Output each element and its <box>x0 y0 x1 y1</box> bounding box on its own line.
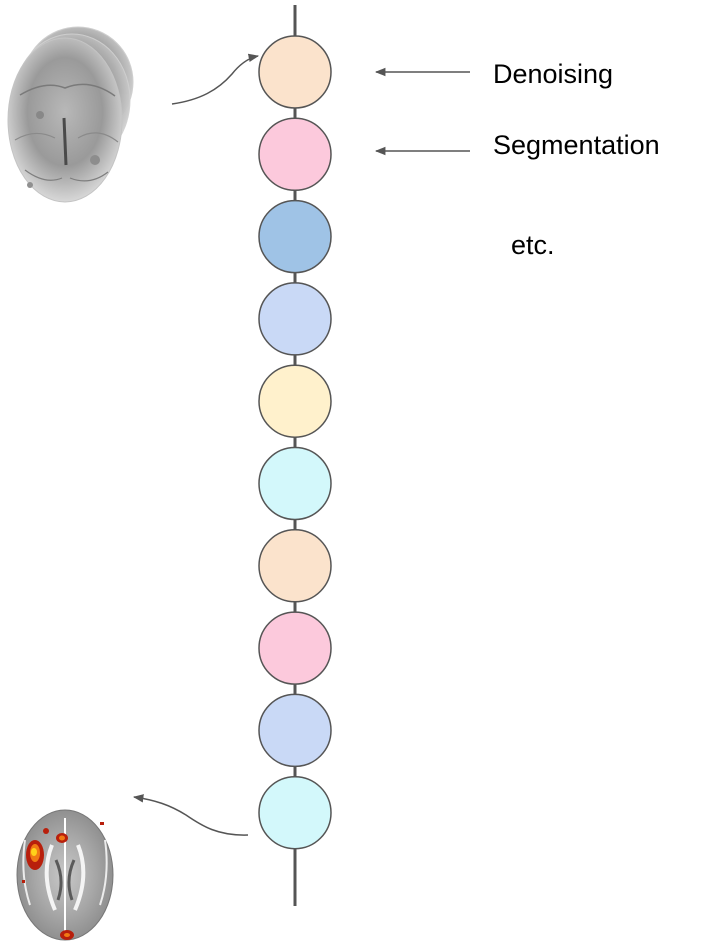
pipeline-step-3 <box>258 199 332 274</box>
segmentation-label: Segmentation <box>493 130 660 160</box>
output-arrow <box>132 794 249 836</box>
pipeline-step-4 <box>258 282 332 356</box>
brain-activation-map <box>16 809 114 941</box>
pipeline-step-9 <box>258 693 332 768</box>
pipeline-step-7 <box>258 529 332 603</box>
pipeline-step-6 <box>258 446 332 521</box>
pipeline-step-5 <box>258 364 332 438</box>
pipeline-step-2 <box>258 117 332 192</box>
pipeline-step-8 <box>258 611 332 685</box>
pipeline-step-10 <box>258 775 332 850</box>
input-arrow <box>171 53 260 105</box>
denoising-label: Denoising <box>493 59 614 89</box>
pipeline-step-1 <box>258 35 332 109</box>
raw-brain-scan-stack <box>7 26 134 203</box>
pipeline-steps <box>258 35 332 850</box>
etc-label: etc. <box>511 230 555 260</box>
